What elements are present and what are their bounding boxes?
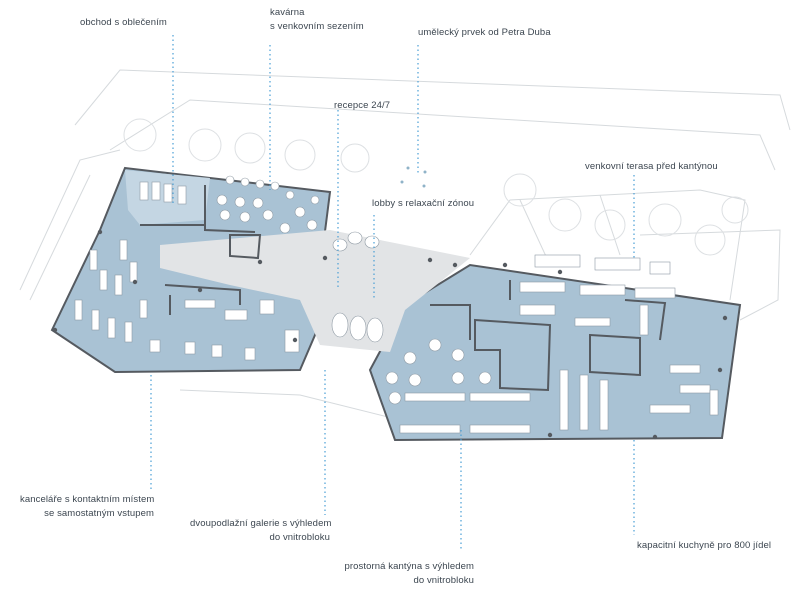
leader-lines xyxy=(150,35,635,550)
canteen-tables xyxy=(385,304,719,434)
art-element-marks xyxy=(400,166,427,188)
columns xyxy=(52,229,728,440)
label-reception-text: recepce 24/7 xyxy=(334,100,391,111)
label-gallery-line2: do vnitrobloku xyxy=(269,532,330,543)
label-kitchen-text: kapacitní kuchyně pro 800 jídel xyxy=(637,540,772,551)
label-gallery-line1: dvoupodlažní galerie s výhledem xyxy=(190,518,332,529)
label-canteen-line2: do vnitrobloku xyxy=(413,575,474,586)
site-context xyxy=(19,69,791,441)
label-gallery: dvoupodlažní galerie s výhledem do vnitr… xyxy=(190,517,332,545)
cafe-tables xyxy=(216,175,320,234)
label-cafe-line2: s venkovním sezením xyxy=(270,21,364,32)
label-kitchen: kapacitní kuchyně pro 800 jídel xyxy=(637,539,771,553)
lobby-floor xyxy=(160,230,470,352)
label-art-element: umělecký prvek od Petra Duba xyxy=(418,26,551,40)
label-canteen-line1: prostorná kantýna s výhledem xyxy=(344,561,474,572)
left-desks xyxy=(74,181,300,361)
label-outdoor-terrace: venkovní terasa před kantýnou xyxy=(585,160,718,174)
walls xyxy=(140,185,667,392)
label-offices-line2: se samostatným vstupem xyxy=(44,508,154,519)
label-offices-line1: kanceláře s kontaktním místem xyxy=(20,494,155,505)
label-outdoor-terrace-text: venkovní terasa před kantýnou xyxy=(585,161,718,172)
label-art-element-text: umělecký prvek od Petra Duba xyxy=(418,27,551,38)
lobby-seating xyxy=(331,231,384,343)
label-cafe: kavárna s venkovním sezením xyxy=(270,6,364,34)
label-offices: kanceláře s kontaktním místem se samosta… xyxy=(20,493,154,521)
label-lobby: lobby s relaxační zónou xyxy=(372,197,474,211)
label-reception: recepce 24/7 xyxy=(334,99,390,113)
label-clothing-shop-text: obchod s oblečením xyxy=(80,17,167,28)
trees xyxy=(123,118,749,256)
label-clothing-shop: obchod s oblečením xyxy=(80,16,167,30)
terrace-tables xyxy=(519,254,676,299)
label-canteen: prostorná kantýna s výhledem do vnitrobl… xyxy=(340,560,474,588)
label-lobby-text: lobby s relaxační zónou xyxy=(372,198,475,209)
label-cafe-line1: kavárna xyxy=(270,7,305,18)
